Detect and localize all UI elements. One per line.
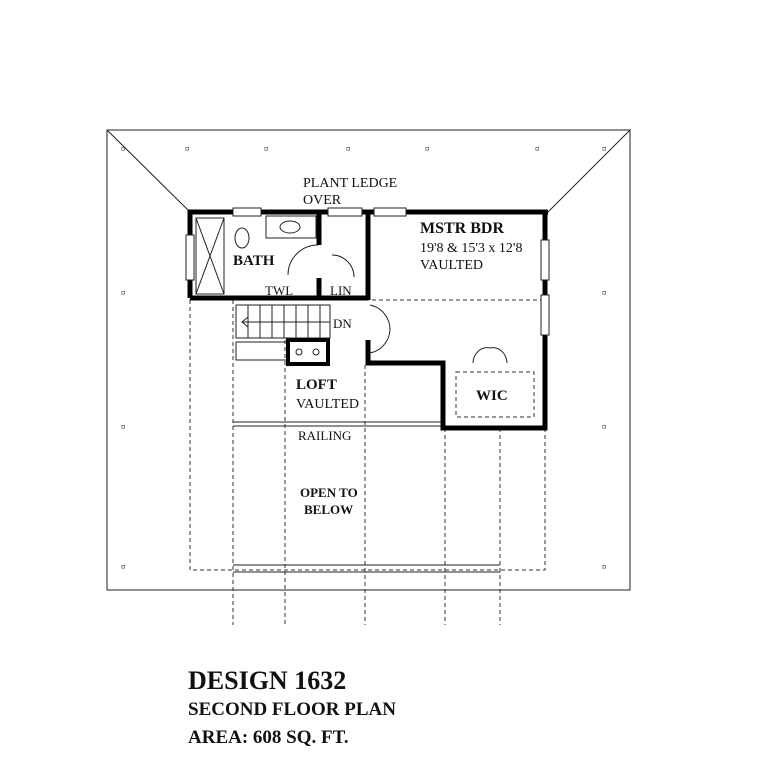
plan-name: SECOND FLOOR PLAN [188, 699, 396, 720]
svg-text:¤: ¤ [185, 144, 190, 154]
arrow-left-icon [241, 316, 330, 328]
shower-cross [195, 217, 225, 295]
window [232, 207, 262, 217]
loft-label: LOFT [296, 377, 337, 393]
loft-note: VAULTED [296, 397, 359, 412]
toilet-icon [234, 227, 250, 249]
roof-hip-left [106, 129, 191, 213]
sink-bowl [295, 348, 303, 356]
svg-text:¤: ¤ [535, 144, 540, 154]
svg-text:¤: ¤ [602, 288, 607, 298]
plant-ledge-label: PLANT LEDGE [303, 176, 397, 191]
closet-shelf [455, 371, 535, 418]
closet-door-swing [472, 347, 508, 364]
stairs-down-label: DN [333, 316, 352, 331]
sink-icon [279, 220, 301, 234]
svg-text:¤: ¤ [346, 144, 351, 154]
svg-text:¤: ¤ [121, 288, 126, 298]
master-bedroom-label: MSTR BDR [420, 220, 504, 237]
master-bedroom-note: VAULTED [420, 258, 483, 273]
window [540, 294, 550, 336]
svg-text:¤: ¤ [602, 144, 607, 154]
svg-text:¤: ¤ [121, 144, 126, 154]
roof-hip-right [547, 129, 631, 213]
design-number: DESIGN 1632 [188, 666, 347, 695]
svg-text:¤: ¤ [602, 422, 607, 432]
linen-label: LIN [330, 283, 352, 298]
counter [235, 341, 289, 361]
open-to-below-label-2: BELOW [304, 502, 353, 517]
area-label: AREA: 608 SQ. FT. [188, 727, 349, 748]
post-markers: ¤ ¤ ¤ ¤ ¤ ¤ ¤ ¤ ¤ ¤ ¤ ¤ ¤ [121, 144, 607, 572]
railing-label: RAILING [298, 428, 351, 443]
shower [195, 217, 225, 295]
window [540, 239, 550, 281]
roof-outline [106, 129, 631, 591]
sink-bowl [312, 348, 320, 356]
window [373, 207, 407, 217]
svg-text:¤: ¤ [121, 422, 126, 432]
window [327, 207, 363, 217]
svg-text:¤: ¤ [264, 144, 269, 154]
bath-door-swing [287, 244, 319, 276]
exterior-wall [365, 212, 548, 431]
linen-door-swing [331, 254, 355, 278]
vanity [265, 215, 317, 239]
bath-label: BATH [233, 253, 275, 269]
svg-text:¤: ¤ [602, 562, 607, 572]
master-bedroom-dimensions: 19'8 & 15'3 x 12'8 [420, 241, 522, 256]
towel-label: TWL [265, 283, 293, 298]
loft-sink [286, 338, 330, 366]
wic-label: WIC [476, 388, 508, 404]
svg-text:¤: ¤ [121, 562, 126, 572]
svg-text:¤: ¤ [425, 144, 430, 154]
plant-ledge-label-2: OVER [303, 193, 342, 208]
window [185, 234, 195, 281]
bedroom-door-swing [369, 304, 391, 354]
open-to-below-label: OPEN TO [300, 485, 358, 500]
